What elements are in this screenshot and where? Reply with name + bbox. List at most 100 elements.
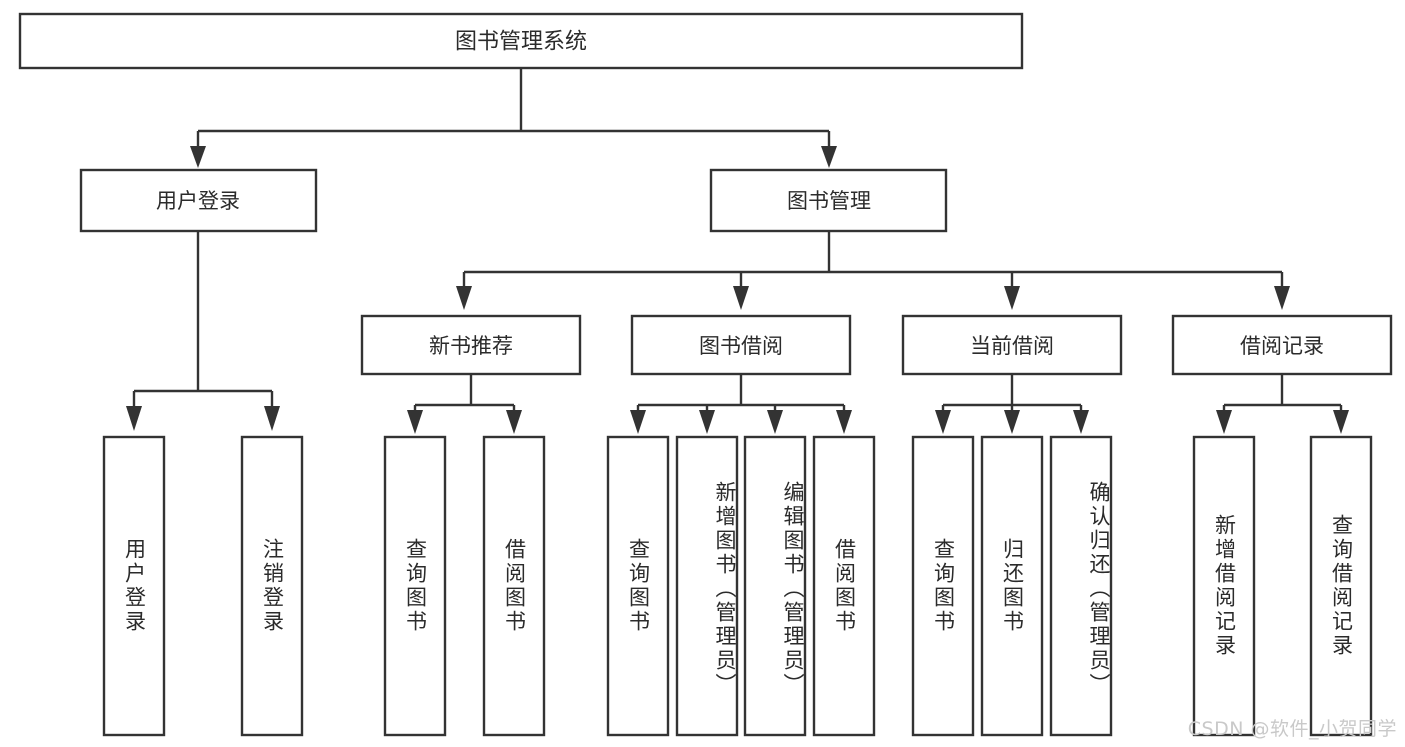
node-borrow-record[interactable]: 借阅记录 [1171,314,1393,376]
connector-group-user-login [126,231,280,431]
arrow-borrow-record-leaf-2 [1333,410,1349,434]
leaf-book-borrow-4-label-fo: 借阅图书 [832,538,857,634]
arrow-borrow-record-leaf-1 [1216,410,1232,434]
leaf-book-borrow-1-box[interactable] [606,435,670,737]
leaf-book-borrow-3-box[interactable] [743,435,807,737]
connector-group-root [190,68,837,168]
arrow-book-mgmt-to-book-borrow [733,286,749,310]
leaf-book-borrow-1[interactable]: 查询图书 [606,435,670,737]
leaf-current-borrow-2-label-fo: 归还图书 [1000,538,1025,634]
leaf-book-borrow-2[interactable]: 新增图书（管理员） [675,435,739,737]
node-book-management[interactable]: 图书管理 [709,168,948,233]
connector-group-current-borrow [935,374,1089,434]
node-new-book-recommend-box[interactable] [360,314,582,376]
arrow-current-borrow-leaf-3 [1073,410,1089,434]
leaf-current-borrow-3-label: 确认归还（管理员） [1087,481,1111,697]
leaf-current-borrow-2[interactable]: 归还图书 [980,435,1044,737]
node-user-login-box[interactable] [79,168,318,233]
leaf-user-login-1-label-fo: 用户登录 [122,538,147,634]
leaf-user-login-2[interactable]: 注销登录 [240,435,304,737]
leaf-user-login-2-box[interactable] [240,435,304,737]
arrow-current-borrow-leaf-1 [935,410,951,434]
leaf-borrow-record-2-label: 查询借阅记录 [1329,514,1354,658]
node-user-login[interactable]: 用户登录 [79,168,318,233]
leaf-new-book-2-label-fo: 借阅图书 [502,538,527,634]
arrow-book-borrow-leaf-3 [767,410,783,434]
leaf-book-borrow-4-label: 借阅图书 [832,538,857,634]
leaf-book-borrow-3[interactable]: 编辑图书（管理员） [743,435,807,737]
arrow-user-login-leaf-1 [126,406,142,431]
node-book-borrow[interactable]: 图书借阅 [630,314,852,376]
leaf-borrow-record-2-label-fo: 查询借阅记录 [1329,514,1354,658]
node-root-box[interactable] [18,12,1024,70]
node-borrow-record-label: 借阅记录 [1240,334,1324,358]
connector-group-book-borrow [630,374,852,434]
leaf-user-login-1-label: 用户登录 [122,538,147,634]
leaf-new-book-2[interactable]: 借阅图书 [482,435,546,737]
node-book-management-box[interactable] [709,168,948,233]
leaf-user-login-2-label-fo: 注销登录 [260,538,285,634]
connector-group-new-book [407,374,522,434]
node-user-login-label: 用户登录 [156,189,240,213]
leaf-user-login-1[interactable]: 用户登录 [102,435,166,737]
node-book-management-label: 图书管理 [787,189,871,213]
leaf-book-borrow-2-label-fo: 新增图书（管理员） [713,481,737,697]
node-current-borrow-box[interactable] [901,314,1123,376]
leaf-new-book-1-label-fo: 查询图书 [403,538,428,634]
leaf-current-borrow-2-box[interactable] [980,435,1044,737]
leaf-borrow-record-2[interactable]: 查询借阅记录 [1309,435,1373,737]
node-new-book-recommend[interactable]: 新书推荐 [360,314,582,376]
node-borrow-record-box[interactable] [1171,314,1393,376]
arrow-current-borrow-leaf-2 [1004,410,1020,434]
arrow-book-mgmt-to-new-book [456,286,472,310]
leaf-user-login-2-label: 注销登录 [260,538,285,634]
leaf-borrow-record-1[interactable]: 新增借阅记录 [1192,435,1256,737]
node-root[interactable]: 图书管理系统 [18,12,1024,70]
arrow-new-book-leaf-1 [407,410,423,434]
leaf-borrow-record-2-box[interactable] [1309,435,1373,737]
leaf-book-borrow-4[interactable]: 借阅图书 [812,435,876,737]
node-book-borrow-box[interactable] [630,314,852,376]
arrow-book-borrow-leaf-1 [630,410,646,434]
connector-group-book-mgmt [456,231,1290,310]
node-current-borrow-label: 当前借阅 [970,334,1054,358]
node-current-borrow[interactable]: 当前借阅 [901,314,1123,376]
arrow-new-book-leaf-2 [506,410,522,434]
leaf-book-borrow-1-label-fo: 查询图书 [626,538,651,634]
leaf-borrow-record-1-label: 新增借阅记录 [1212,514,1237,658]
leaf-current-borrow-3-box[interactable] [1049,435,1113,737]
leaf-borrow-record-1-label-fo: 新增借阅记录 [1212,514,1237,658]
leaf-new-book-1[interactable]: 查询图书 [383,435,447,737]
arrow-book-mgmt-to-borrow-record [1274,286,1290,310]
leaf-borrow-record-1-box[interactable] [1192,435,1256,737]
arrow-root-to-book-mgmt [821,146,837,168]
leaf-current-borrow-1[interactable]: 查询图书 [911,435,975,737]
leaf-current-borrow-1-label-fo: 查询图书 [931,538,956,634]
leaf-new-book-1-box[interactable] [383,435,447,737]
arrow-book-borrow-leaf-4 [836,410,852,434]
arrow-book-mgmt-to-current-borrow [1004,286,1020,310]
node-book-borrow-label: 图书借阅 [699,334,783,358]
leaf-new-book-2-label: 借阅图书 [502,538,527,634]
leaf-current-borrow-3[interactable]: 确认归还（管理员） [1049,435,1113,737]
leaf-book-borrow-4-box[interactable] [812,435,876,737]
connector-group-borrow-record [1216,374,1349,434]
arrow-user-login-leaf-2 [264,406,280,431]
leaf-current-borrow-3-label-fo: 确认归还（管理员） [1087,481,1111,697]
leaf-current-borrow-2-label: 归还图书 [1000,538,1025,634]
leaf-new-book-2-box[interactable] [482,435,546,737]
leaf-current-borrow-1-box[interactable] [911,435,975,737]
leaf-book-borrow-3-label: 编辑图书（管理员） [781,481,805,697]
node-root-label: 图书管理系统 [455,30,587,55]
leaf-current-borrow-1-label: 查询图书 [931,538,956,634]
leaf-book-borrow-2-box[interactable] [675,435,739,737]
arrow-root-to-user-login [190,146,206,168]
leaf-book-borrow-3-label-fo: 编辑图书（管理员） [781,481,805,697]
leaf-user-login-1-box[interactable] [102,435,166,737]
leaf-new-book-1-label: 查询图书 [403,538,428,634]
leaf-book-borrow-1-label: 查询图书 [626,538,651,634]
arrow-book-borrow-leaf-2 [699,410,715,434]
leaf-book-borrow-2-label: 新增图书（管理员） [713,481,737,697]
